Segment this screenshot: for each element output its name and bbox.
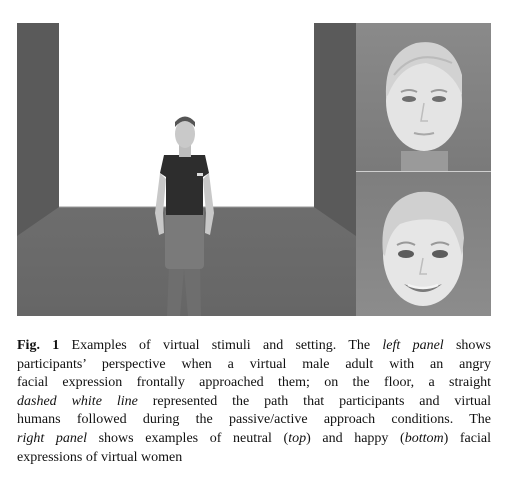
right-wall xyxy=(314,23,356,236)
caption-line-3: facial expression frontally approached t… xyxy=(17,375,491,391)
caption-line-2: participants’ perspective when a virtual… xyxy=(17,356,491,372)
neutral-face-panel xyxy=(356,23,491,171)
left-panel-approach-scene xyxy=(17,23,356,316)
panel-divider xyxy=(356,171,491,172)
figure-caption: Fig. 1 Examples of virtual stimuli and s… xyxy=(17,337,491,467)
figure-label: Fig. 1 xyxy=(17,338,60,353)
caption-line-4: dashed white line represented the path t… xyxy=(17,393,491,409)
figure xyxy=(17,23,491,316)
caption-line-1: Fig. 1 Examples of virtual stimuli and s… xyxy=(17,338,491,353)
right-panel-faces xyxy=(356,23,491,316)
left-wall xyxy=(17,23,59,236)
caption-line-5: humans followed during the passive/activ… xyxy=(17,412,491,428)
caption-line-6: right panel shows examples of neutral (t… xyxy=(17,430,491,446)
neutral-face-image xyxy=(385,42,462,171)
caption-line-7: expressions of virtual women xyxy=(17,449,183,465)
happy-face-panel xyxy=(356,172,491,316)
happy-face-image xyxy=(382,191,464,306)
virtual-male-adult xyxy=(155,116,214,316)
virtual-room-scene xyxy=(17,23,356,316)
